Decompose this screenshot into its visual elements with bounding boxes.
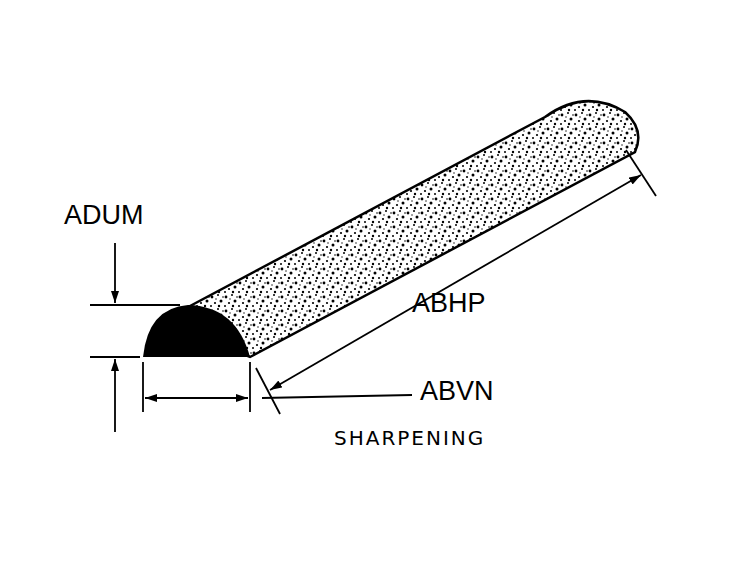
dimension-label: ABHP xyxy=(412,290,486,317)
length-dimension xyxy=(256,150,656,414)
width-dimension xyxy=(143,362,250,412)
dimension-label: ABVN xyxy=(420,378,494,405)
note-label: SHARPENING xyxy=(334,428,485,448)
stone-body xyxy=(160,101,638,357)
height-dimension xyxy=(90,243,180,432)
dimension-label: ADUM xyxy=(64,202,144,229)
leader-line xyxy=(262,395,412,398)
stone-end-face xyxy=(143,305,250,357)
